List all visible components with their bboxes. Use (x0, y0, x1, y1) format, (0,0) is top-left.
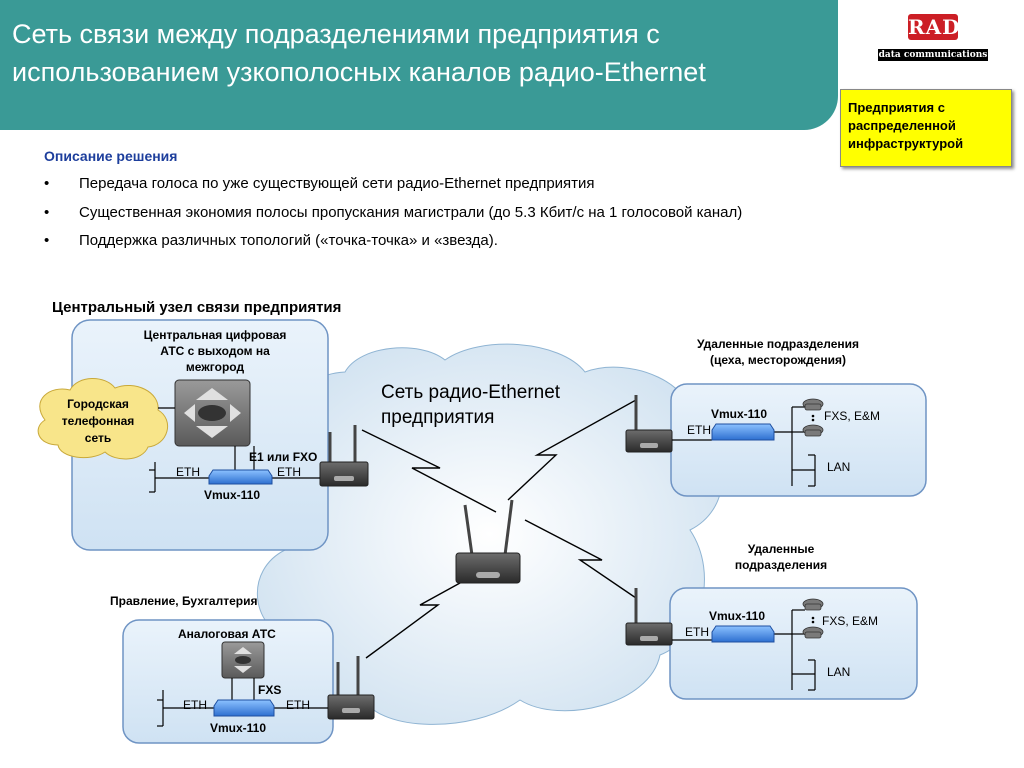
central-vmux-device-icon (208, 469, 273, 485)
remote1-ellipsis (811, 414, 815, 422)
management-vmux-label: Vmux-110 (210, 721, 267, 735)
remote2-vmux-label: Vmux-110 (709, 609, 766, 623)
management-heading: Правление, Бухгалтерия (110, 594, 258, 608)
remote1-fxs-label: FXS, E&M (824, 409, 881, 423)
bullet-dot: • (44, 232, 50, 249)
callout-text: Предприятия с распределенной инфраструкт… (848, 100, 964, 151)
remote2-vmux-device-icon (711, 625, 775, 643)
remote1-telephone-icon (802, 398, 824, 437)
rad-logo-subtitle: data communications (878, 49, 988, 61)
management-link-label: FXS (258, 683, 282, 697)
central-pbx-switch-icon (174, 379, 251, 447)
bullet-text: Существенная экономия полосы пропускания… (79, 204, 743, 221)
remote1-wiring (672, 406, 816, 487)
remote2-fxs-label: FXS, E&M (822, 614, 879, 628)
bullet-dot: • (44, 204, 50, 221)
management-eth-right-label: ETH (286, 698, 310, 712)
hub-radio-router-icon (455, 499, 521, 584)
remote1-lan-label: LAN (827, 460, 851, 474)
description-heading: Описание решения (44, 148, 178, 164)
management-pbx-label: Аналоговая АТС (178, 627, 276, 641)
remote1-eth-label: ETH (687, 423, 711, 437)
remote1-vmux-label: Vmux-110 (711, 407, 768, 421)
management-box (122, 619, 334, 744)
bullet-text: Передача голоса по уже существующей сети… (79, 175, 595, 192)
remote2-eth-label: ETH (685, 625, 709, 639)
rad-logo: RAD (908, 14, 961, 40)
management-pbx-switch-icon (221, 641, 265, 679)
city-network-cloud-icon (37, 378, 168, 460)
logo-area (843, 0, 1024, 80)
page-title: Сеть связи между подразделениями предпри… (12, 19, 706, 87)
central-radio-router-icon (319, 425, 369, 487)
management-eth-left-label: ETH (183, 698, 207, 712)
management-wiring (157, 678, 328, 727)
lightning-link-icon (361, 399, 637, 659)
remote2-heading: Удаленные подразделения (734, 542, 828, 572)
callout-box: Предприятия с распределенной инфраструкт… (840, 89, 1012, 167)
remote2-ellipsis (811, 616, 815, 624)
remote1-radio-router-icon (625, 395, 673, 453)
city-network-label: Городская телефонная сеть (61, 397, 135, 445)
management-radio-router-icon (327, 656, 375, 720)
central-eth-left-label: ETH (176, 465, 200, 479)
bullet-text: Поддержка различных топологий («точка-то… (79, 232, 498, 249)
central-wiring (149, 407, 320, 493)
central-node-heading: Центральный узел связи предприятия (52, 299, 342, 316)
cloud-label: Сеть радио-Ethernet предприятия (381, 382, 561, 428)
central-pbx-label: Центральная цифровая АТС с выходом на ме… (143, 328, 287, 374)
remote2-telephone-icon (802, 598, 824, 639)
central-link-label: E1 или FXO (249, 450, 318, 464)
remote2-radio-router-icon (625, 588, 673, 646)
remote2-lan-label: LAN (827, 665, 851, 679)
management-vmux-device-icon (213, 699, 275, 717)
central-eth-right-label: ETH (277, 465, 301, 479)
title-banner: Сеть связи между подразделениями предпри… (0, 0, 838, 130)
central-vmux-label: Vmux-110 (204, 488, 261, 502)
bullet-dot: • (44, 175, 50, 192)
remote2-box (669, 587, 918, 700)
remote1-vmux-device-icon (711, 423, 775, 441)
remote2-wiring (672, 609, 816, 691)
remote1-heading: Удаленные подразделения (цеха, месторожд… (696, 337, 860, 367)
